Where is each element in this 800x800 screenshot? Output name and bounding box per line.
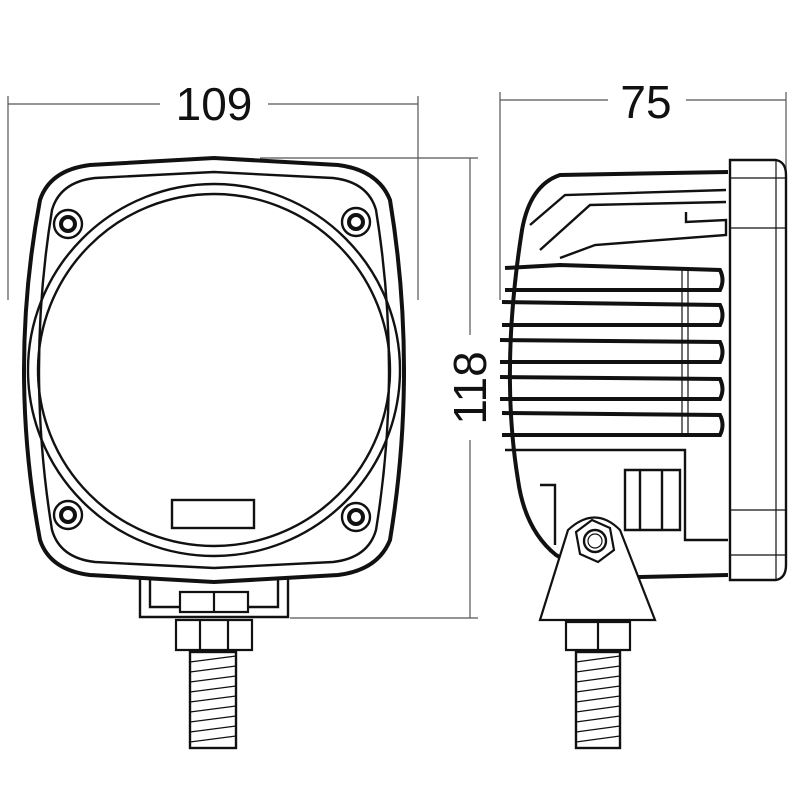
height-dimension: 118 bbox=[260, 157, 496, 619]
threaded-bolt bbox=[188, 650, 238, 750]
screw-icon bbox=[52, 206, 372, 533]
side-view bbox=[499, 158, 788, 750]
side-bracket bbox=[538, 516, 657, 622]
pivot-nut bbox=[574, 518, 616, 564]
lens bbox=[36, 192, 392, 548]
label-plate bbox=[170, 498, 256, 530]
side-nut bbox=[564, 620, 632, 652]
cooling-fins bbox=[499, 262, 725, 437]
height-label: 118 bbox=[444, 351, 496, 424]
side-threaded-bolt bbox=[574, 650, 622, 750]
width-label: 109 bbox=[176, 78, 253, 130]
front-bezel bbox=[728, 158, 788, 582]
lens-outer-ring bbox=[26, 182, 402, 558]
nut bbox=[174, 618, 254, 652]
front-view bbox=[22, 155, 406, 750]
depth-label: 75 bbox=[620, 76, 671, 128]
depth-dimension: 75 bbox=[499, 76, 787, 300]
width-dimension: 109 bbox=[7, 78, 419, 300]
